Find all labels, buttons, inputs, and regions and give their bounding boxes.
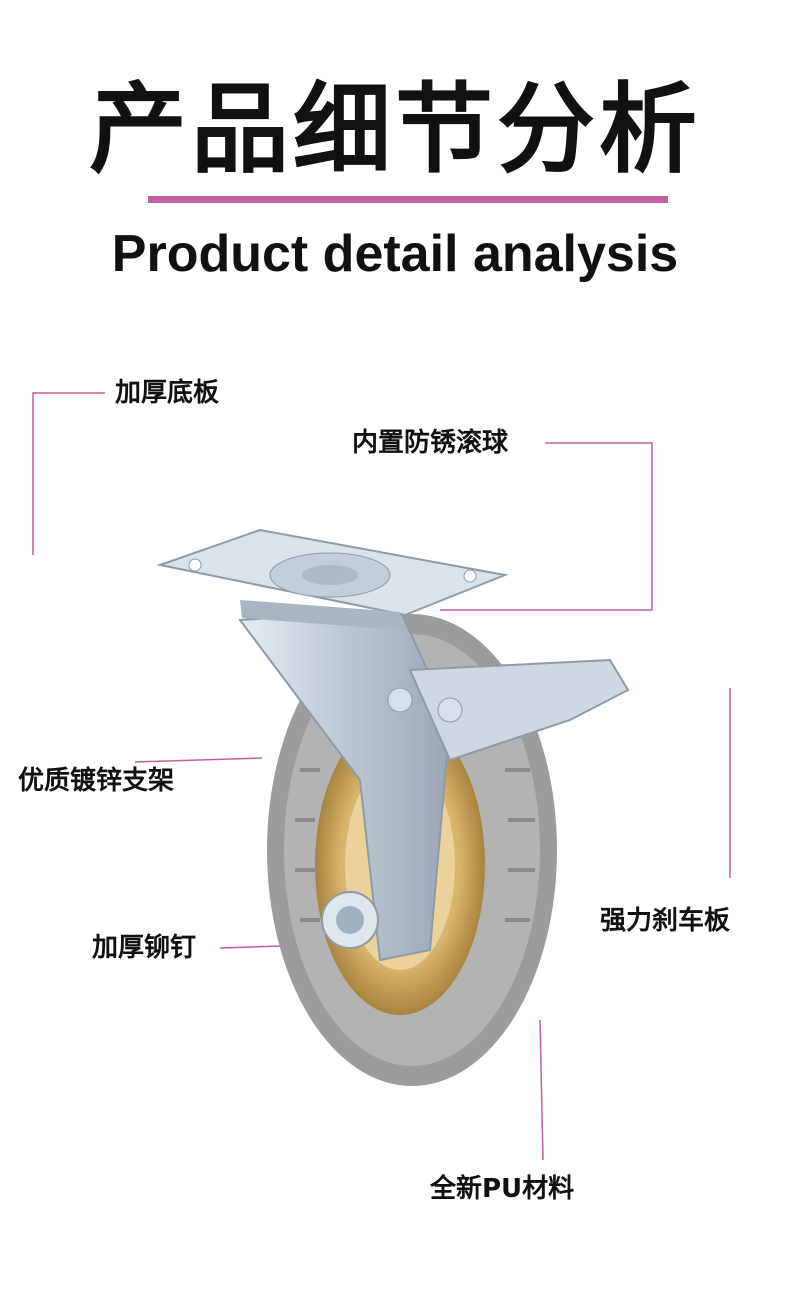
brake-lever <box>408 658 630 762</box>
callout-thick-base-plate: 加厚底板 <box>115 378 220 408</box>
page-title-en: Product detail analysis <box>111 225 679 283</box>
page-title-cn: 产品细节分析 <box>88 73 701 187</box>
callout-galvanized-bracket: 优质镀锌支架 <box>18 766 175 796</box>
line-rustproof-ball <box>440 442 653 611</box>
line-pu-material <box>539 1019 544 1161</box>
title-divider <box>148 196 668 203</box>
line-thick-base-plate <box>32 392 105 555</box>
line-galvanized-bracket <box>134 757 263 763</box>
caster-wheel-image <box>156 528 630 1086</box>
callout-pu-material: 全新PU材料 <box>430 1174 575 1204</box>
callout-rustproof-ball: 内置防锈滚球 <box>352 428 509 458</box>
callout-thick-rivet: 加厚铆钉 <box>92 933 197 963</box>
line-thick-rivet <box>219 945 283 949</box>
callout-brake-plate: 强力刹车板 <box>600 906 731 936</box>
